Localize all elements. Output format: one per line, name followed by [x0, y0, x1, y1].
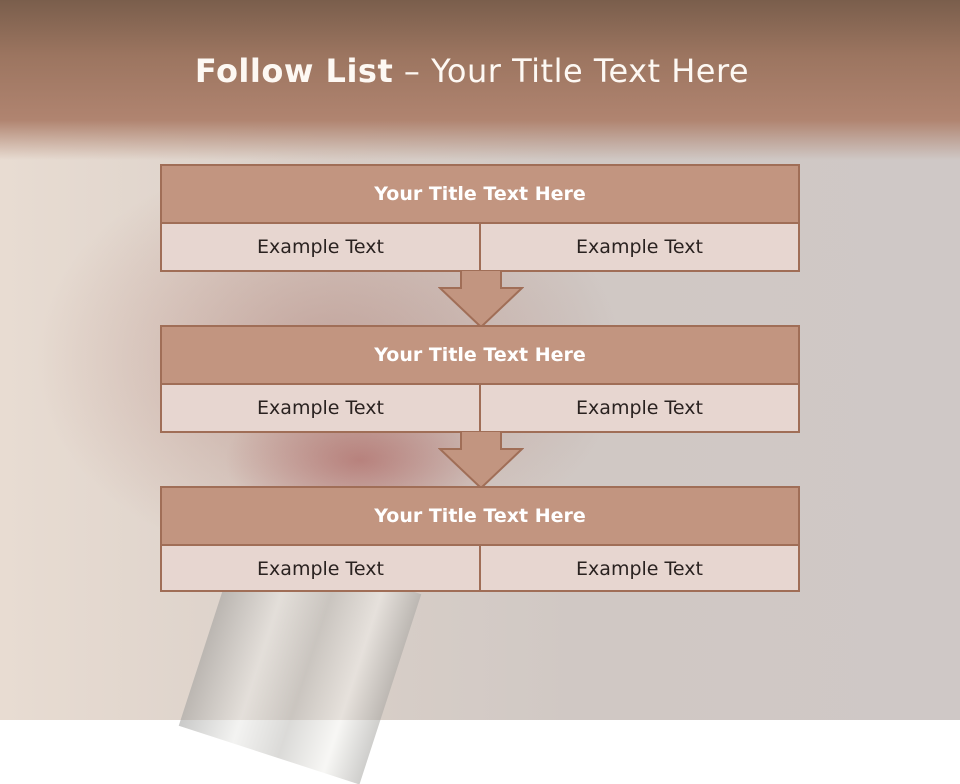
step-box-3: Your Title Text Here Example Text Exampl… [160, 486, 800, 592]
title-rest: – Your Title Text Here [403, 52, 750, 90]
step-box-title: Your Title Text Here [162, 488, 798, 546]
step-box-2: Your Title Text Here Example Text Exampl… [160, 325, 800, 433]
step-box-right-text: Example Text [479, 385, 798, 431]
title-bold: Follow List [194, 52, 394, 90]
step-box-left-text: Example Text [257, 558, 384, 580]
step-box-left-text: Example Text [257, 236, 384, 258]
step-box-row: Example Text Example Text [162, 385, 798, 431]
step-box-row: Example Text Example Text [162, 546, 798, 592]
step-box-row: Example Text Example Text [162, 224, 798, 270]
step-box-left-text: Example Text [257, 397, 384, 419]
step-box-right-text: Example Text [479, 224, 798, 270]
step-box-1: Your Title Text Here Example Text Exampl… [160, 164, 800, 272]
slide-title: Follow List – Your Title Text Here [0, 52, 944, 90]
step-box-title: Your Title Text Here [162, 327, 798, 385]
step-box-right-text: Example Text [479, 546, 798, 592]
down-arrow-icon [438, 431, 524, 489]
step-box-title: Your Title Text Here [162, 166, 798, 224]
down-arrow-icon [438, 270, 524, 328]
header-band [0, 0, 960, 160]
